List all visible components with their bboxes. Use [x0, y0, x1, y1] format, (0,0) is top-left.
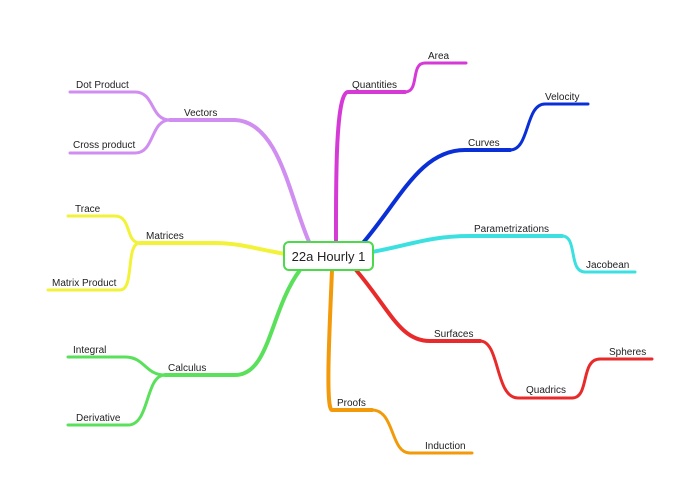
branch-proofs[interactable]: Proofs Induction [326, 268, 474, 455]
node-area[interactable]: Area [428, 51, 450, 62]
node-derivative[interactable]: Derivative [76, 413, 121, 424]
branch-surfaces[interactable]: Surfaces Quadrics Spheres [354, 268, 654, 400]
node-cross-product[interactable]: Cross product [73, 140, 135, 151]
node-surfaces[interactable]: Surfaces [434, 329, 473, 340]
node-proofs[interactable]: Proofs [337, 398, 366, 409]
node-trace[interactable]: Trace [75, 204, 101, 215]
root-label: 22a Hourly 1 [292, 249, 366, 264]
node-induction[interactable]: Induction [425, 441, 466, 452]
node-jacobean[interactable]: Jacobean [586, 260, 629, 271]
root-node[interactable]: 22a Hourly 1 [283, 241, 374, 271]
branch-matrices[interactable]: Matrices Trace Matrix Product [46, 204, 288, 292]
node-spheres[interactable]: Spheres [609, 347, 646, 358]
node-curves[interactable]: Curves [468, 138, 500, 149]
branch-quantities[interactable]: Quantities Area [333, 51, 468, 246]
node-quadrics[interactable]: Quadrics [526, 385, 566, 396]
node-matrices[interactable]: Matrices [146, 231, 184, 242]
branch-calculus[interactable]: Calculus Integral Derivative [66, 268, 302, 427]
node-parametrizations[interactable]: Parametrizations [474, 224, 549, 235]
node-vectors[interactable]: Vectors [184, 108, 217, 119]
node-quantities[interactable]: Quantities [352, 80, 397, 91]
branch-vectors[interactable]: Vectors Dot Product Cross product [68, 80, 312, 246]
node-dot-product[interactable]: Dot Product [76, 80, 129, 91]
node-calculus[interactable]: Calculus [168, 363, 206, 374]
branch-curves[interactable]: Curves Velocity [360, 92, 590, 246]
node-velocity[interactable]: Velocity [545, 92, 579, 103]
node-matrix-product[interactable]: Matrix Product [52, 278, 117, 289]
node-integral[interactable]: Integral [73, 345, 106, 356]
branch-parametrizations[interactable]: Parametrizations Jacobean [370, 224, 637, 274]
